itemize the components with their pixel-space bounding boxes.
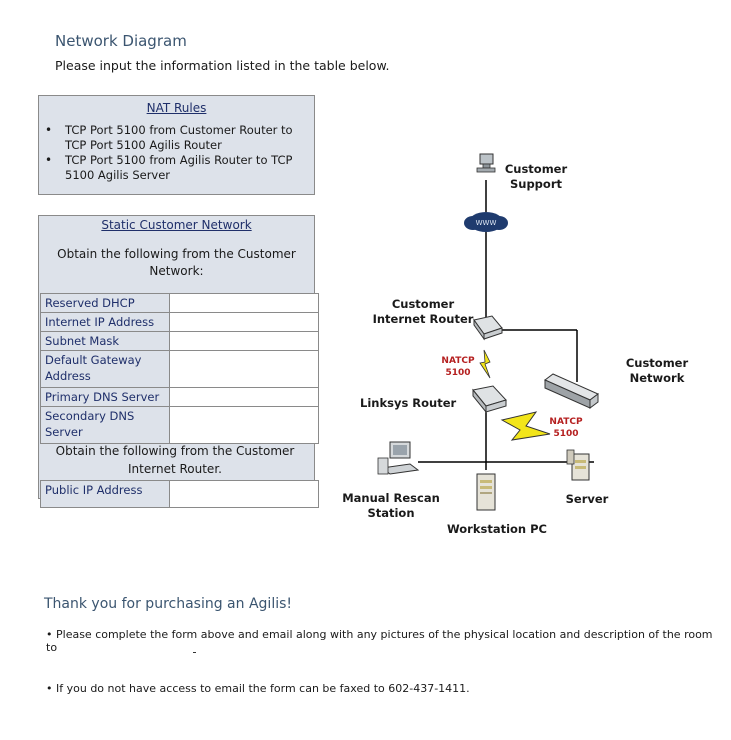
nat-rules-box: NAT Rules TCP Port 5100 from Customer Ro… [38,95,315,195]
field-label: Internet IP Address [40,312,170,332]
page-subtitle: Please input the information listed in t… [55,58,390,73]
table-row: Default Gateway Address [40,350,319,388]
pc-tower-icon [476,473,496,511]
network-fields-table-wrap: Reserved DHCP Internet IP Address Subnet… [40,293,319,508]
table-row: Internet IP Address [40,312,319,332]
server-icon [566,449,590,481]
router-prompt: Obtain the following from the Customer I… [55,444,295,476]
internet-ip-field[interactable] [169,312,319,332]
network-fields-table: Reserved DHCP Internet IP Address Subnet… [40,293,319,444]
workstation-icon [377,441,420,475]
table-row: Secondary DNS Server [40,406,319,444]
router-fields-table: Public IP Address [40,480,319,508]
primary-dns-field[interactable] [169,387,319,407]
network-diagram: WWW [340,150,730,550]
table-row: Subnet Mask [40,331,319,351]
router-icon [472,385,507,414]
divider [193,652,196,653]
cloud-icon: WWW [464,212,508,232]
static-network-heading: Static Customer Network [101,218,252,232]
email-instructions: Please complete the form above and email… [46,628,726,654]
nat-rule-item: TCP Port 5100 from Customer Router to TC… [45,123,314,153]
thank-you-heading: Thank you for purchasing an Agilis! [44,596,293,612]
server-label: Server [565,492,609,506]
switch-icon [544,373,599,409]
field-label: Secondary DNS Server [40,406,170,444]
public-ip-field[interactable] [169,480,319,508]
secondary-dns-field[interactable] [169,406,319,444]
diagram-lines: WWW [377,153,599,511]
page-title: Network Diagram [55,32,187,50]
default-gateway-field[interactable] [169,350,319,388]
field-label: Public IP Address [40,480,170,508]
customer-support-icon [476,153,496,173]
workstation-pc-label: Workstation PC [447,522,547,536]
network-prompt: Obtain the following from the Customer N… [57,247,296,278]
subnet-mask-field[interactable] [169,331,319,351]
natcp-label: NATCP 5100 [441,356,475,378]
customer-internet-router-label: Customer Internet Router [372,297,474,326]
customer-support-label: Customer Support [504,162,568,191]
field-label: Reserved DHCP [40,293,170,313]
table-row: Public IP Address [40,480,319,508]
svg-text:WWW: WWW [476,219,497,227]
manual-rescan-station-label: Manual Rescan Station [342,491,440,520]
router-icon [473,315,503,341]
field-label: Subnet Mask [40,331,170,351]
fax-instructions: If you do not have access to email the f… [46,682,706,695]
nat-rule-item: TCP Port 5100 from Agilis Router to TCP … [45,153,314,183]
reserved-dhcp-field[interactable] [169,293,319,313]
nat-rules-heading: NAT Rules [146,101,207,115]
linksys-router-label: Linksys Router [360,396,457,410]
field-label: Default Gateway Address [40,350,170,388]
table-row: Reserved DHCP [40,293,319,313]
table-row: Primary DNS Server [40,387,319,407]
field-label: Primary DNS Server [40,387,170,407]
nat-rules-list: TCP Port 5100 from Customer Router to TC… [39,123,314,183]
customer-network-label: Customer Network [625,356,689,385]
lightning-icon [500,411,551,441]
natcp-label: NATCP 5100 [549,417,583,439]
lightning-icon [479,349,491,379]
